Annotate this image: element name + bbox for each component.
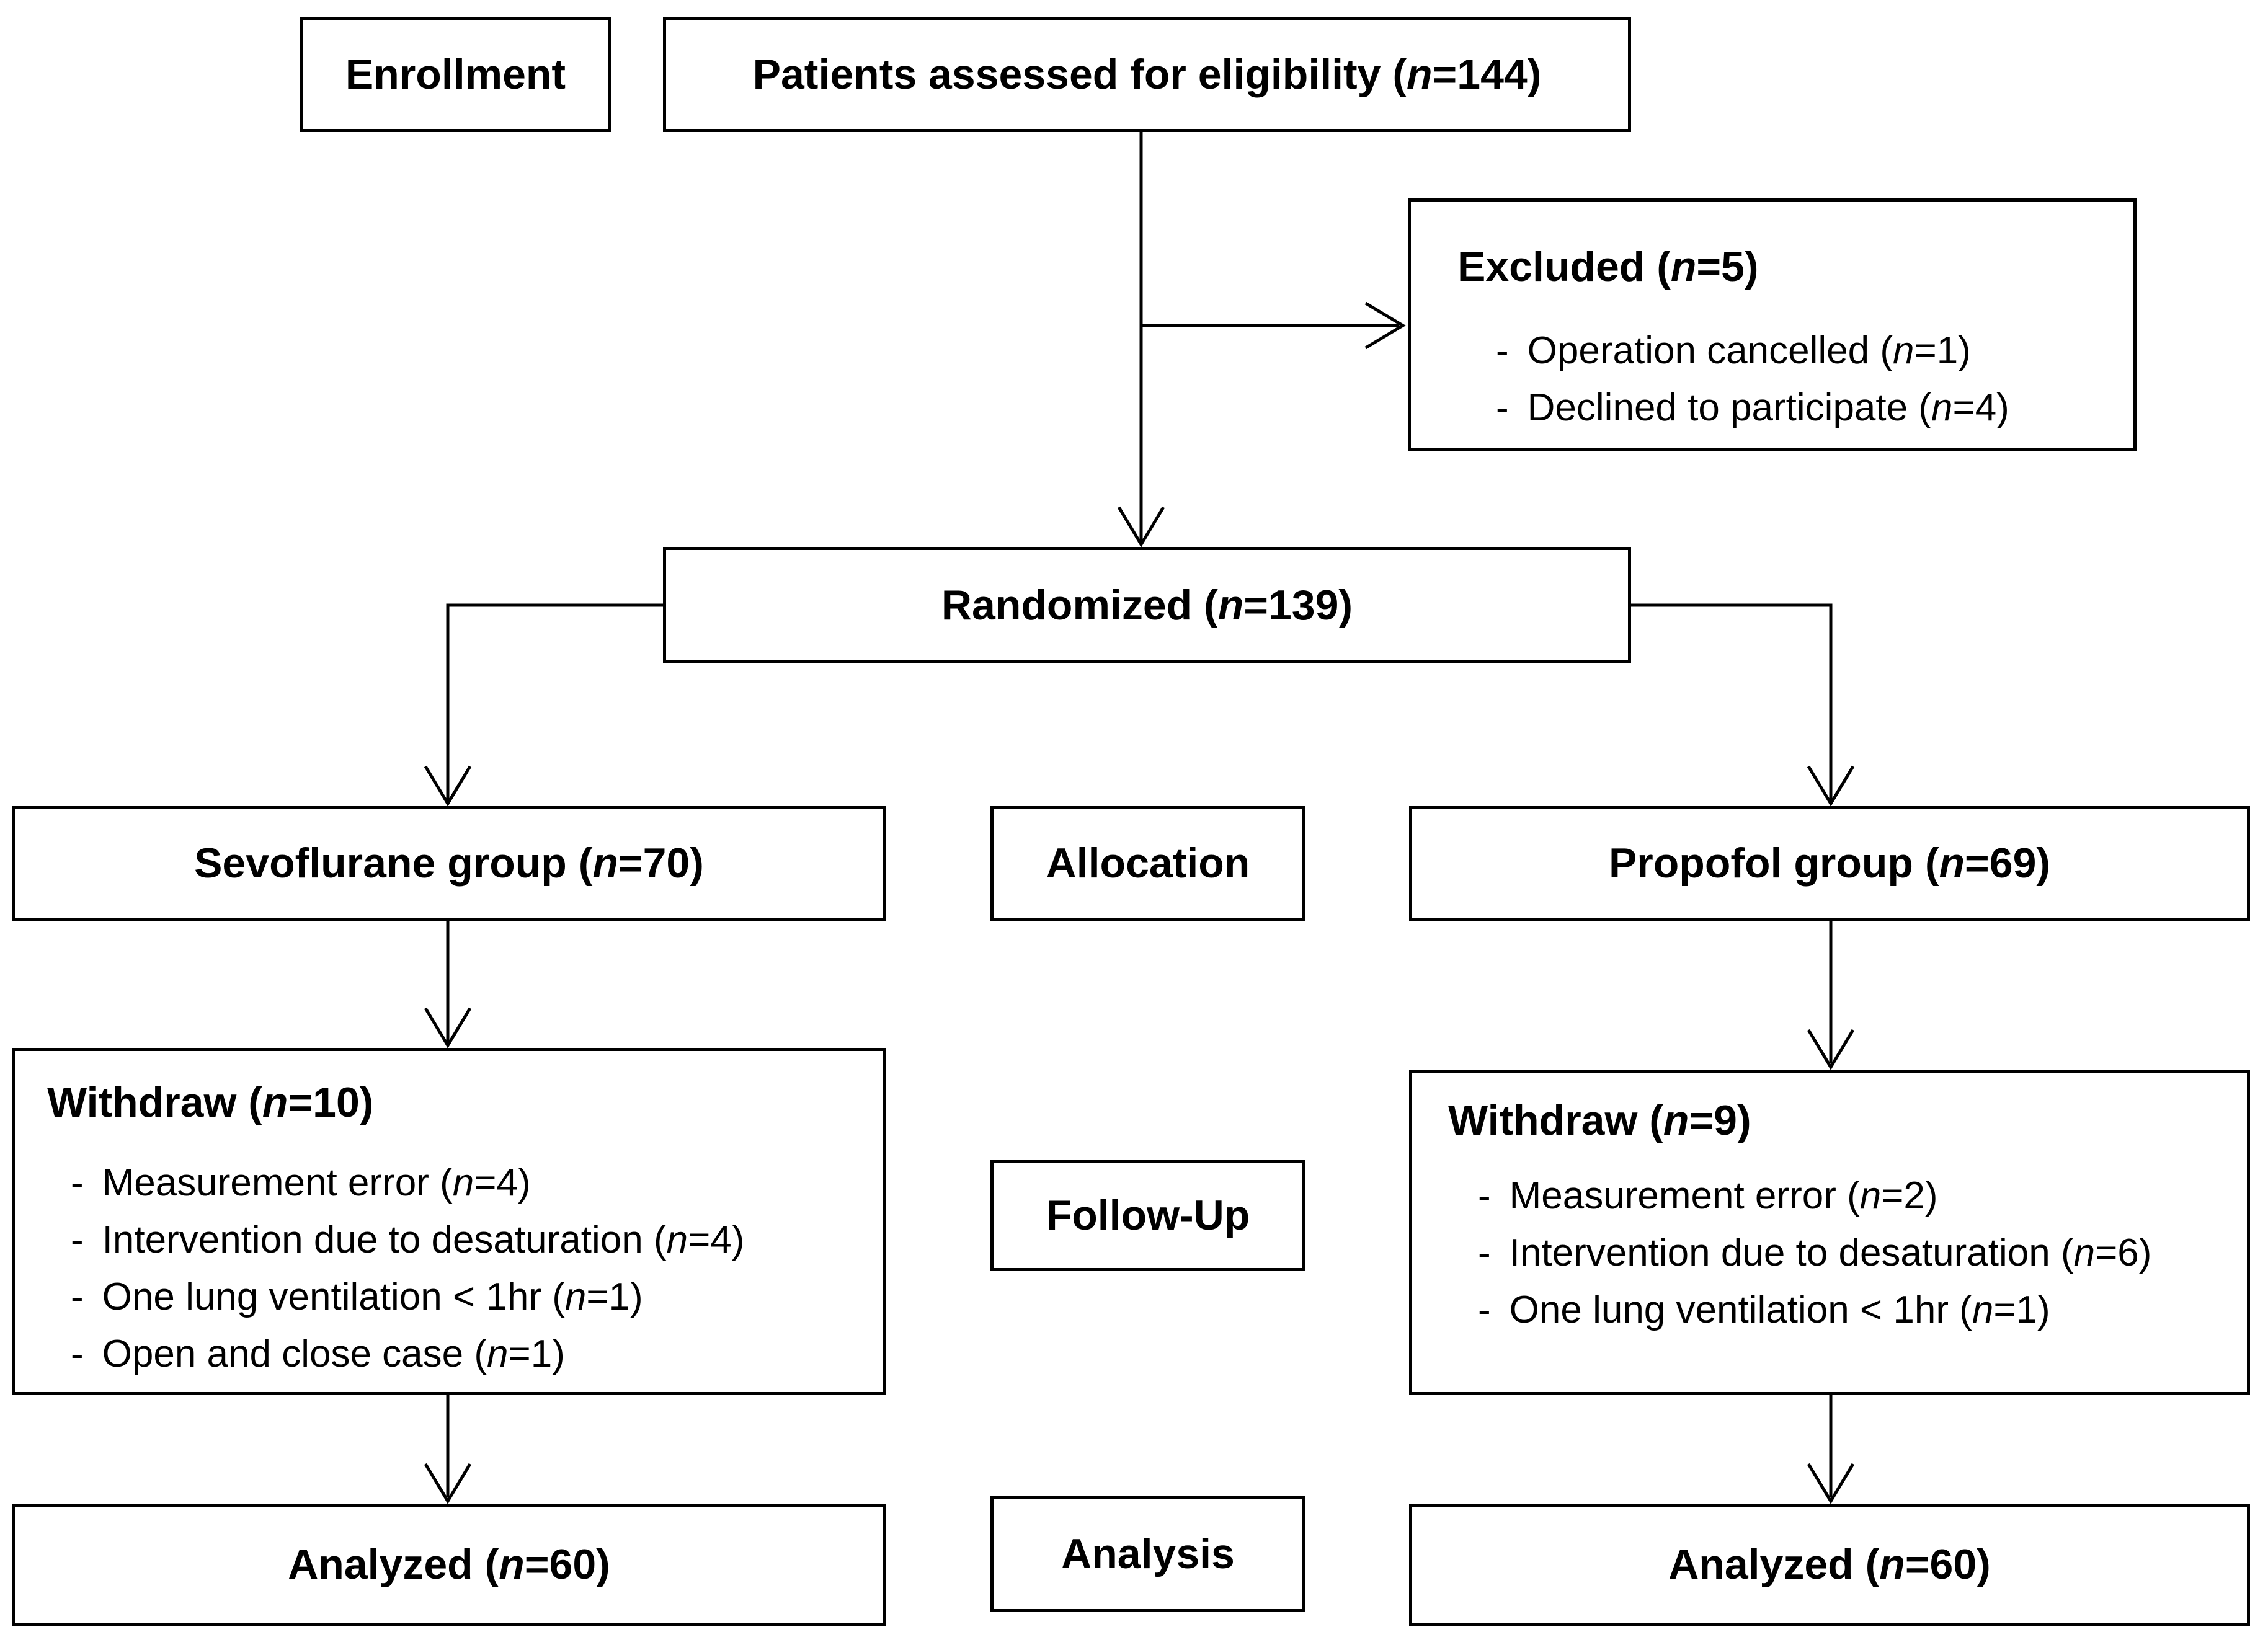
randomized-box: Randomized (n=139) (663, 547, 1631, 663)
withdraw-sevoflurane-box: Withdraw (n=10) Measurement error (n=4)I… (12, 1048, 886, 1395)
line-randomized-to-propofol (1631, 603, 1833, 800)
sevoflurane-group-box: Sevoflurane group (n=70) (12, 806, 886, 921)
arrowhead-into-withdraw-right (1807, 1029, 1855, 1070)
analyzed-propofol-box: Analyzed (n=60) (1409, 1504, 2250, 1626)
analyzed-sevoflurane-box: Analyzed (n=60) (12, 1504, 886, 1626)
arrowhead-into-analyzed-right (1807, 1463, 1855, 1504)
reason-item: Intervention due to desaturation (n=4) (71, 1212, 871, 1269)
analyzed-sevoflurane-label: Analyzed (n=60) (288, 1541, 610, 1589)
arrowhead-into-randomized (1117, 506, 1165, 548)
excluded-box: Excluded (n=5) Operation cancelled (n=1)… (1408, 198, 2137, 451)
followup-stage-box: Follow-Up (990, 1160, 1305, 1271)
sevoflurane-group-label: Sevoflurane group (n=70) (194, 840, 704, 887)
withdraw-propofol-title: Withdraw (n=9) (1448, 1097, 1751, 1144)
withdraw-sevoflurane-reason-list: Measurement error (n=4)Intervention due … (47, 1155, 871, 1383)
withdraw-propofol-box: Withdraw (n=9) Measurement error (n=2)In… (1409, 1070, 2250, 1395)
line-randomized-to-sevoflurane (446, 603, 663, 800)
excluded-title: Excluded (n=5) (1457, 243, 1759, 290)
arrowhead-into-withdraw-left (424, 1007, 472, 1049)
reason-item: Declined to participate (n=4) (1496, 379, 2115, 437)
arrowhead-into-analyzed-left (424, 1463, 472, 1504)
randomized-label: Randomized (n=139) (941, 581, 1353, 629)
reason-item: Measurement error (n=4) (71, 1155, 871, 1212)
allocation-stage-label: Allocation (1046, 840, 1250, 887)
arrowhead-into-propofol (1807, 765, 1855, 807)
withdraw-propofol-reason-list: Measurement error (n=2)Intervention due … (1448, 1168, 2235, 1339)
exclusion-reason-list: Operation cancelled (n=1)Declined to par… (1457, 322, 2115, 437)
reason-item: One lung ventilation < 1hr (n=1) (71, 1269, 871, 1326)
followup-stage-label: Follow-Up (1046, 1191, 1250, 1239)
reason-item: Operation cancelled (n=1) (1496, 322, 2115, 379)
reason-item: One lung ventilation < 1hr (n=1) (1478, 1282, 2235, 1339)
reason-item: Open and close case (n=1) (71, 1326, 871, 1383)
arrowhead-into-sevoflurane (424, 765, 472, 807)
reason-item: Measurement error (n=2) (1478, 1168, 2235, 1225)
enrollment-stage-label: Enrollment (345, 50, 566, 98)
allocation-stage-box: Allocation (990, 806, 1305, 921)
withdraw-sevoflurane-title: Withdraw (n=10) (47, 1079, 374, 1126)
assessed-for-eligibility-label: Patients assessed for eligibility (n=144… (752, 50, 1542, 98)
reason-item: Intervention due to desaturation (n=6) (1478, 1225, 2235, 1282)
analysis-stage-label: Analysis (1061, 1530, 1235, 1577)
analyzed-propofol-label: Analyzed (n=60) (1668, 1541, 1991, 1589)
propofol-group-label: Propofol group (n=69) (1608, 840, 2051, 887)
propofol-group-box: Propofol group (n=69) (1409, 806, 2250, 921)
enrollment-stage-box: Enrollment (300, 17, 611, 132)
assessed-for-eligibility-box: Patients assessed for eligibility (n=144… (663, 17, 1631, 132)
arrowhead-into-excluded (1364, 301, 1406, 350)
analysis-stage-box: Analysis (990, 1496, 1305, 1612)
